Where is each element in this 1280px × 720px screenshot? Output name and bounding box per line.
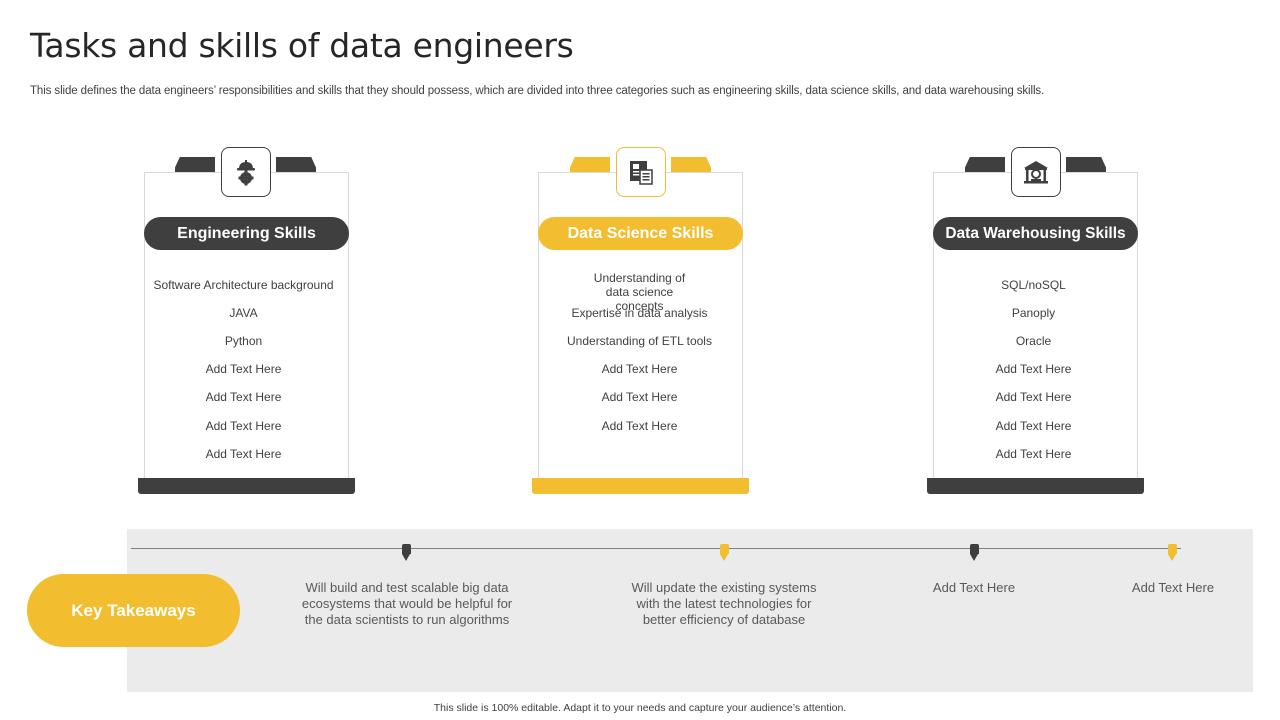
list-item: JAVA bbox=[229, 306, 258, 320]
list-item: Add Text Here bbox=[205, 447, 282, 461]
timeline-marker bbox=[970, 544, 979, 566]
data-report-icon bbox=[616, 147, 666, 197]
page-title: Tasks and skills of data engineers bbox=[30, 26, 574, 65]
takeaway-text: Will build and test scalable big data ec… bbox=[301, 580, 513, 627]
list-item: Add Text Here bbox=[995, 447, 1072, 461]
key-takeaways-panel bbox=[127, 529, 1253, 692]
card-base bbox=[927, 478, 1144, 494]
list-item: Add Text Here bbox=[995, 390, 1072, 404]
list-item: Add Text Here bbox=[995, 419, 1072, 433]
timeline-marker bbox=[1168, 544, 1177, 566]
footer-note: This slide is 100% editable. Adapt it to… bbox=[433, 702, 847, 714]
timeline-marker bbox=[720, 544, 729, 566]
takeaway-text: Add Text Here bbox=[1131, 580, 1215, 595]
engineer-gear-icon bbox=[221, 147, 271, 197]
card-heading: Data Science Skills bbox=[538, 217, 743, 250]
card-heading: Data Warehousing Skills bbox=[933, 217, 1138, 250]
page-subtitle: This slide defines the data engineers’ r… bbox=[30, 85, 1045, 97]
list-item: Add Text Here bbox=[995, 362, 1072, 376]
list-item: Add Text Here bbox=[205, 419, 282, 433]
list-item: Add Text Here bbox=[205, 390, 282, 404]
list-item: Python bbox=[224, 334, 263, 348]
list-item: Add Text Here bbox=[601, 362, 678, 376]
list-item: Panoply bbox=[1011, 306, 1056, 320]
card-heading: Engineering Skills bbox=[144, 217, 349, 250]
list-item: Add Text Here bbox=[205, 362, 282, 376]
timeline-marker bbox=[402, 544, 411, 566]
list-item: Add Text Here bbox=[601, 419, 678, 433]
list-item: Understanding of ETL tools bbox=[567, 334, 712, 348]
warehouse-icon bbox=[1011, 147, 1061, 197]
card-base bbox=[532, 478, 749, 494]
list-item: SQL/noSQL bbox=[1001, 278, 1066, 292]
card-base bbox=[138, 478, 355, 494]
takeaway-text: Add Text Here bbox=[932, 580, 1016, 595]
timeline-line bbox=[131, 548, 1181, 549]
list-item: Understanding of data science concepts bbox=[593, 271, 686, 313]
list-item: Software Architecture background bbox=[153, 278, 334, 292]
list-item: Expertise in data analysis bbox=[571, 306, 708, 320]
list-item: Add Text Here bbox=[601, 390, 678, 404]
key-takeaways-label: Key Takeaways bbox=[27, 574, 240, 647]
list-item: Oracle bbox=[1015, 334, 1052, 348]
takeaway-text: Will update the existing systems with th… bbox=[631, 580, 817, 627]
